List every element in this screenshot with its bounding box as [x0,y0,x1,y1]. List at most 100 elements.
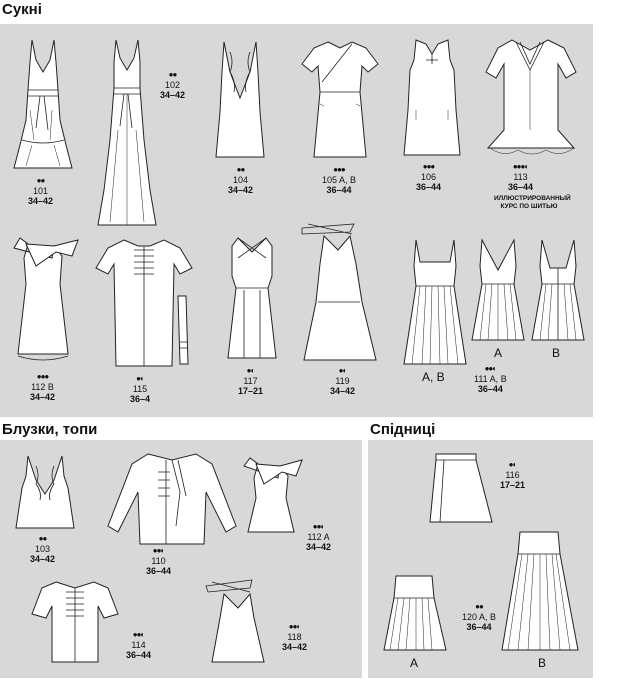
blouse-118-drawing[interactable] [204,578,274,666]
blouse-103-label: ●● 103 34–42 [30,534,55,564]
section-title-dresses: Сукні [2,1,42,18]
dress-117-drawing[interactable] [222,237,282,364]
dress-104-label: ●● 104 34–42 [228,165,253,195]
model-number: 117 [243,376,258,386]
model-number: 111 A, B [474,374,507,384]
dress-111-view-ab[interactable] [402,239,468,368]
difficulty-dots: ●●● [422,162,436,171]
difficulty-dots: ●●◐ [288,622,302,631]
dress-111-label: ●●◐ 111 A, B 36–44 [474,364,507,394]
difficulty-dots: ●●● [36,372,50,381]
model-number: 113 [513,172,528,182]
variant-label-a: A [494,346,503,360]
difficulty-dots: ●◐ [246,366,256,375]
skirt-116-drawing[interactable] [426,452,496,526]
dress-102-label: ●● 102 34–42 [160,70,185,100]
size-range: 36–44 [126,650,152,660]
size-range: 34–42 [30,554,56,564]
blouse-114-label: ●●◐ 114 36–44 [126,630,151,660]
difficulty-dots: ●◐ [338,366,348,375]
difficulty-dots: ●●◐ [132,630,146,639]
difficulty-dots: ●◐ [136,374,145,383]
dress-119-drawing[interactable] [298,222,380,364]
skirt-116-label: ●◐ 116 17–21 [500,460,525,490]
difficulty-dots: ●●◐ [312,522,326,531]
difficulty-dots: ●● [475,602,484,611]
model-number: 112 B [31,382,54,392]
dress-113-drawing[interactable] [484,39,578,162]
model-number: 105 A, B [322,175,357,185]
difficulty-dots: ●● [38,534,48,543]
model-number: 120 A, B [462,612,497,622]
model-number: 115 [132,384,148,394]
dress-102-drawing[interactable] [96,39,158,230]
size-range: 36–44 [466,622,492,632]
dress-106-drawing[interactable] [400,39,464,160]
size-range: 34–42 [28,196,54,206]
difficulty-dots: ●● [36,176,46,185]
dress-119-label: ●◐ 119 34–42 [330,366,355,396]
size-range: 36–44 [416,182,442,192]
dress-112b-label: ●●● 112 B 34–42 [30,372,55,402]
blouse-110-drawing[interactable] [106,452,238,548]
size-range: 36–4 [130,394,151,404]
variant-label-b: B [538,656,547,670]
dress-111-view-b[interactable] [530,239,586,344]
size-range: 17–21 [238,386,264,396]
skirt-120b-drawing[interactable] [498,530,582,654]
size-range: 34–42 [30,392,56,402]
dress-117-label: ●◐ 117 17–21 [238,366,263,396]
dress-101-drawing[interactable] [12,39,74,178]
size-range: 36–44 [326,185,352,195]
variant-label-ab: A, B [422,370,445,384]
model-number: 110 [151,556,166,566]
sewing-course-note: ИЛЛЮСТРИРОВАННЫЙ КУРС ПО ШИТЬЮ [494,195,571,210]
size-range: 34–42 [330,386,356,396]
blouse-112a-label: ●●◐ 112 A 34–42 [306,522,331,552]
dress-101-label: ●● 101 34–42 [28,176,53,206]
dress-105-label: ●●● 105 A, B 36–44 [322,165,356,195]
model-number: 118 [287,632,302,642]
section-title-blouses: Блузки, топи [2,421,98,438]
model-number: 119 [335,376,350,386]
size-range: 34–42 [282,642,308,652]
difficulty-dots: ●● [168,70,178,79]
model-number: 112 A [307,532,330,542]
section-title-skirts: Спідниці [370,421,436,438]
size-range: 34–42 [306,542,332,552]
difficulty-dots: ●●◐ [484,364,497,373]
dress-115-drawing[interactable] [94,238,204,374]
dress-113-label: ●●●◐ 113 36–44 [508,162,533,192]
blouse-114-drawing[interactable] [30,580,120,666]
model-number: 114 [131,640,146,650]
dress-111-view-a[interactable] [470,238,526,344]
dress-112b-drawing[interactable] [6,234,80,368]
variant-label-a: A [410,656,419,670]
size-range: 36–44 [508,182,534,192]
size-range: 17–21 [500,480,526,490]
dress-104-drawing[interactable] [210,41,270,162]
blouse-118-label: ●●◐ 118 34–42 [282,622,307,652]
skirt-120a-drawing[interactable] [380,574,450,654]
blouse-112a-drawing[interactable] [236,454,306,536]
blouse-110-label: ●●◐ 110 36–44 [146,546,171,576]
model-number: 106 [421,172,437,182]
model-number: 104 [233,175,249,185]
dress-106-label: ●●● 106 36–44 [416,162,441,192]
difficulty-dots: ●●◐ [152,546,166,555]
model-number: 102 [165,80,181,90]
variant-label-b: B [552,346,561,360]
difficulty-dots: ●●● [333,165,346,174]
blouse-103-drawing[interactable] [12,455,78,532]
difficulty-dots: ●◐ [508,460,518,469]
model-number: 101 [33,186,49,196]
size-range: 36–44 [477,384,503,394]
dress-115-label: ●◐ 115 36–4 [130,374,150,404]
size-range: 36–44 [146,566,172,576]
size-range: 34–42 [160,90,186,100]
skirt-120-label: ●● 120 A, B 36–44 [462,602,496,632]
difficulty-dots: ●●●◐ [512,162,529,171]
dress-105-drawing[interactable] [300,41,380,162]
model-number: 116 [505,470,520,480]
model-number: 103 [35,544,51,554]
